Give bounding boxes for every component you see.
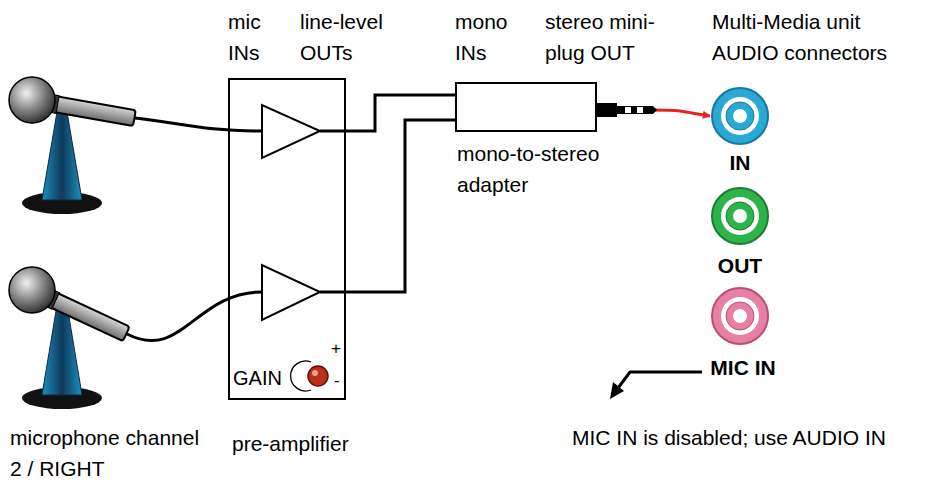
connector-label: MIC IN xyxy=(710,357,776,379)
connector-label: OUT xyxy=(695,250,785,281)
jack-symbol xyxy=(710,86,770,146)
sign-label: + xyxy=(331,340,347,358)
component-label: mono-to-stereo adapter xyxy=(457,138,632,200)
port-label: mono INs xyxy=(455,6,521,68)
audio-jack: IN xyxy=(710,86,770,146)
jack-symbol xyxy=(710,186,770,246)
sign-label: - xyxy=(334,372,348,390)
port-label: mic INs xyxy=(228,6,286,68)
gain-label: GAIN xyxy=(233,363,293,394)
microphone xyxy=(9,267,130,409)
wire xyxy=(346,95,455,131)
audio-jack: OUT xyxy=(710,186,770,246)
jack-symbol xyxy=(710,286,770,346)
connector-label: IN xyxy=(695,147,785,178)
gain-knob xyxy=(291,361,328,391)
leader-arrow xyxy=(610,372,702,399)
port-label: stereo mini-plug OUT xyxy=(545,6,667,68)
stereo-plug xyxy=(597,103,657,117)
adapter-box: mono-to-stereo adapter xyxy=(455,82,597,132)
wire xyxy=(320,291,346,294)
note-label: MIC IN is disabled; use AUDIO IN xyxy=(572,422,932,453)
mic-cable xyxy=(135,118,262,131)
amplifier-symbol xyxy=(262,105,320,158)
preamp-box: GAINpre-amplifier xyxy=(228,78,346,400)
port-label: line-level OUTs xyxy=(300,6,405,68)
amplifier-symbol xyxy=(262,265,320,320)
wire xyxy=(320,130,346,133)
wire xyxy=(346,120,455,292)
component-label: pre-amplifier xyxy=(232,428,392,459)
audio-jack: MIC IN xyxy=(710,286,770,346)
heading-label: Multi-Media unit AUDIO connectors xyxy=(712,6,927,68)
mic-cable xyxy=(127,292,262,341)
microphone xyxy=(9,77,136,214)
caption-label: microphone channel 2 / RIGHT xyxy=(10,422,210,484)
